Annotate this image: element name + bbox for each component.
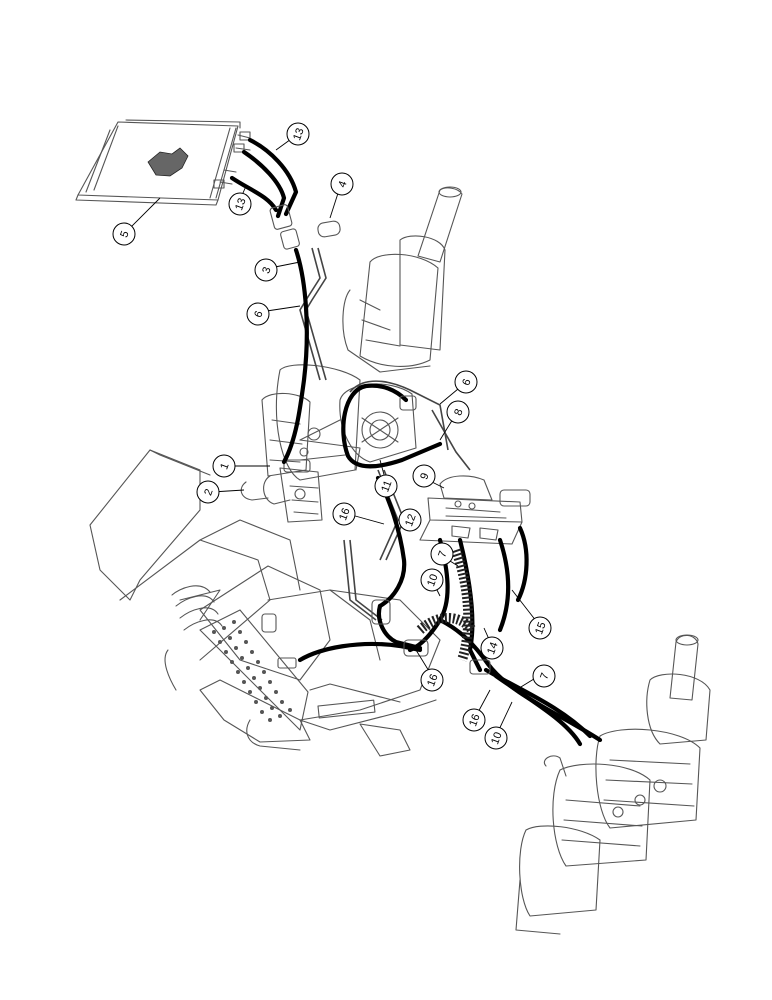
control-valve [419, 475, 531, 545]
callout-label: 16 [337, 507, 352, 523]
callout-c10a: 10 [420, 568, 444, 592]
callout-c13a: 13 [286, 122, 310, 146]
callout-label: 16 [467, 713, 482, 729]
frame-platform [89, 449, 441, 757]
callout-c6a: 6 [246, 302, 270, 326]
callout-c14: 14 [480, 636, 504, 660]
callout-label: 8 [452, 407, 465, 417]
braided-hose [416, 548, 477, 662]
callout-label: 7 [538, 671, 551, 681]
callout-c4: 4 [330, 172, 354, 196]
fittings [261, 204, 491, 675]
callout-label: 11 [379, 479, 394, 494]
callout-c1: 1 [212, 454, 236, 478]
callout-label: 6 [460, 377, 473, 387]
callout-c15: 15 [528, 616, 552, 640]
callout-c13b: 13 [228, 192, 252, 216]
callout-label: 14 [485, 641, 500, 657]
callout-c11: 11 [374, 474, 398, 498]
callout-c8: 8 [446, 400, 470, 424]
callout-label: 10 [489, 731, 504, 747]
callout-label: 12 [403, 513, 418, 529]
callout-label: 5 [118, 229, 131, 239]
callout-c7b: 7 [532, 664, 556, 688]
callout-c10b: 10 [484, 726, 508, 750]
callout-c16b: 16 [420, 668, 444, 692]
callout-label: 13 [291, 127, 306, 143]
callout-c16c: 16 [462, 708, 486, 732]
callout-c7a: 7 [430, 542, 454, 566]
hydraulic-pump [240, 459, 323, 523]
callout-c9: 9 [412, 464, 436, 488]
callout-c6b: 6 [454, 370, 478, 394]
callout-label: 6 [252, 309, 265, 319]
perforated-step-plate [199, 609, 309, 731]
oil-cooler [75, 119, 251, 206]
callout-label: 13 [233, 197, 248, 213]
callout-c2: 2 [196, 480, 220, 504]
callout-label: 10 [425, 573, 440, 589]
callout-label: 1 [218, 461, 231, 471]
callout-c12: 12 [398, 508, 422, 532]
callout-label: 9 [418, 471, 431, 481]
rear-axle-housing [515, 634, 711, 935]
callout-label: 15 [533, 621, 548, 637]
callout-c3: 3 [254, 258, 278, 282]
callout-c16a: 16 [332, 502, 356, 526]
callout-label: 3 [260, 265, 273, 275]
callout-label: 16 [425, 673, 440, 689]
callout-label: 7 [436, 549, 449, 559]
callout-label: 4 [336, 179, 349, 189]
callout-c5: 5 [112, 222, 136, 246]
callout-label: 2 [202, 487, 215, 497]
